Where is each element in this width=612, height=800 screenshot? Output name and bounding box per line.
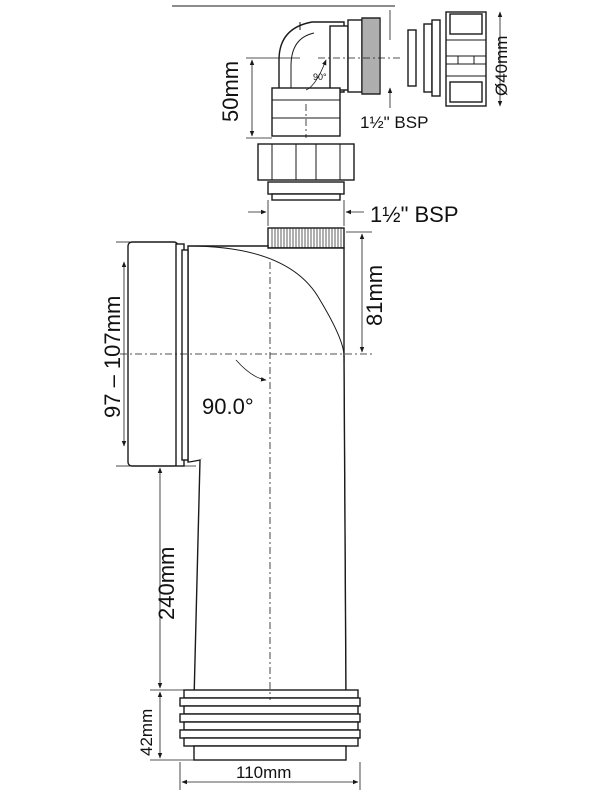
label-inlet-height: 97 – 107mm [100,296,125,418]
label-bend-height: 50mm [218,61,243,122]
dim-pipe-offset [346,231,372,353]
label-bend-angle: 90° [313,72,327,82]
dim-pipe-length [150,465,196,691]
seal-washer [407,19,441,97]
label-pipe-length: 240mm [154,547,179,620]
label-pipe-offset: 81mm [362,265,387,326]
ribbed-collar [179,689,361,761]
dim-pipe-diameter [179,762,361,790]
pipe-body [187,227,347,701]
label-collar-height: 42mm [137,709,156,756]
bend-fitting [271,17,381,137]
dim-inlet-height [116,241,130,467]
compression-nut-right [445,11,487,107]
label-main-angle: 90.0° [202,394,254,419]
label-pipe-diameter: 110mm [236,763,291,782]
main-angle-arc [235,359,267,382]
dim-bend-height [246,57,300,139]
label-thread-lower: 1½" BSP [370,202,459,227]
label-thread-upper: 1½" BSP [360,113,428,132]
dim-collar-height [150,691,194,761]
label-outlet-diameter: Ø40mm [492,36,511,96]
bend-angle-arc [305,59,327,91]
pipe-top-thread [271,228,342,248]
compression-nut-middle [257,143,355,201]
outlet-thread [363,18,379,94]
